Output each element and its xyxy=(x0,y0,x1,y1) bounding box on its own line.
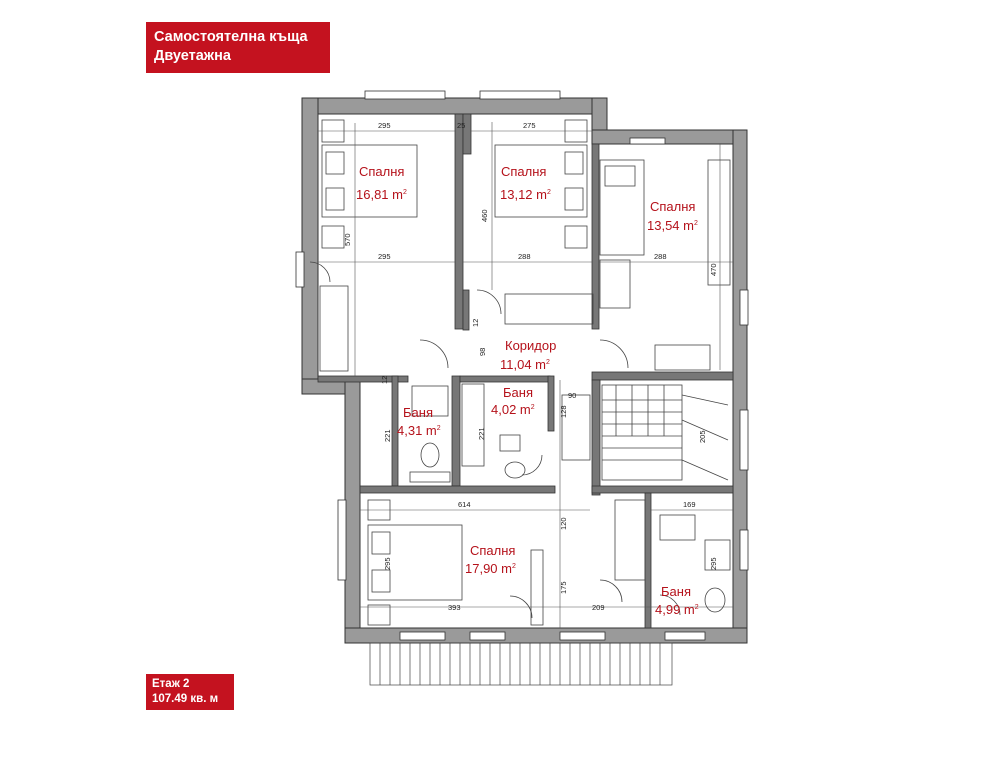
room-bedroom3-name: Спалня xyxy=(650,199,695,214)
inner-walls xyxy=(317,113,734,629)
dim-label: 470 xyxy=(709,263,718,276)
dim-label: 295 xyxy=(378,121,391,130)
room-bath3-area: 4,99 m2 xyxy=(655,602,699,617)
dim-label: 128 xyxy=(559,405,568,418)
house-type-label: Самостоятелна къща Двуетажна xyxy=(146,22,330,73)
room-bath1-name: Баня xyxy=(403,405,433,420)
dim-label: 25 xyxy=(457,121,465,130)
dim-label: 175 xyxy=(559,581,568,594)
balcony xyxy=(369,642,673,686)
dim-label: 98 xyxy=(478,348,487,356)
dim-label: 288 xyxy=(518,252,531,261)
dim-label: 570 xyxy=(343,233,352,246)
dim-label: 275 xyxy=(523,121,536,130)
room-bedroom3-area: 13,54 m2 xyxy=(647,218,698,233)
room-bedroom2-name: Спалня xyxy=(501,164,546,179)
dim-label: 393 xyxy=(448,603,461,612)
dim-label: 295 xyxy=(378,252,391,261)
room-bedroom1-name: Спалня xyxy=(359,164,404,179)
room-labels: Спалня 16,81 m2 Спалня 13,12 m2 Спалня 1… xyxy=(356,164,699,617)
dim-label: 169 xyxy=(683,500,696,509)
room-bath2-area: 4,02 m2 xyxy=(491,402,535,417)
dim-label: 209 xyxy=(592,603,605,612)
floor-area-label: Етаж 2 107.49 кв. м xyxy=(146,674,234,710)
dim-label: 120 xyxy=(559,517,568,530)
dim-label: 221 xyxy=(383,429,392,442)
room-bath1-area: 4,31 m2 xyxy=(397,423,441,438)
dimension-labels: 295 25 275 570 460 295 288 288 470 98 12… xyxy=(343,121,718,612)
room-bath3-name: Баня xyxy=(661,584,691,599)
dim-label: 12 xyxy=(471,319,480,327)
dim-label: 295 xyxy=(383,557,392,570)
dimension-lines xyxy=(318,122,733,628)
house-type-line2: Двуетажна xyxy=(154,48,231,64)
dim-label: 90 xyxy=(568,391,576,400)
dim-label: 288 xyxy=(654,252,667,261)
room-corridor-area: 11,04 m2 xyxy=(500,357,550,372)
windows xyxy=(295,90,749,641)
dim-label: 460 xyxy=(480,209,489,222)
dim-label: 205 xyxy=(698,430,707,443)
room-bedroom4-name: Спалня xyxy=(470,543,515,558)
dim-label: 295 xyxy=(709,557,718,570)
floor-number: Етаж 2 xyxy=(152,678,190,690)
dim-label: 12 xyxy=(380,376,389,384)
dim-label: 614 xyxy=(458,500,471,509)
room-bedroom1-area: 16,81 m2 xyxy=(356,187,407,202)
floor-area: 107.49 кв. м xyxy=(152,693,219,705)
dim-label: 221 xyxy=(477,427,486,440)
room-corridor-name: Коридор xyxy=(505,338,556,353)
room-bedroom2-area: 13,12 m2 xyxy=(500,187,551,202)
room-bath2-name: Баня xyxy=(503,385,533,400)
house-type-line1: Самостоятелна къща xyxy=(154,29,308,45)
room-bedroom4-area: 17,90 m2 xyxy=(465,561,516,576)
